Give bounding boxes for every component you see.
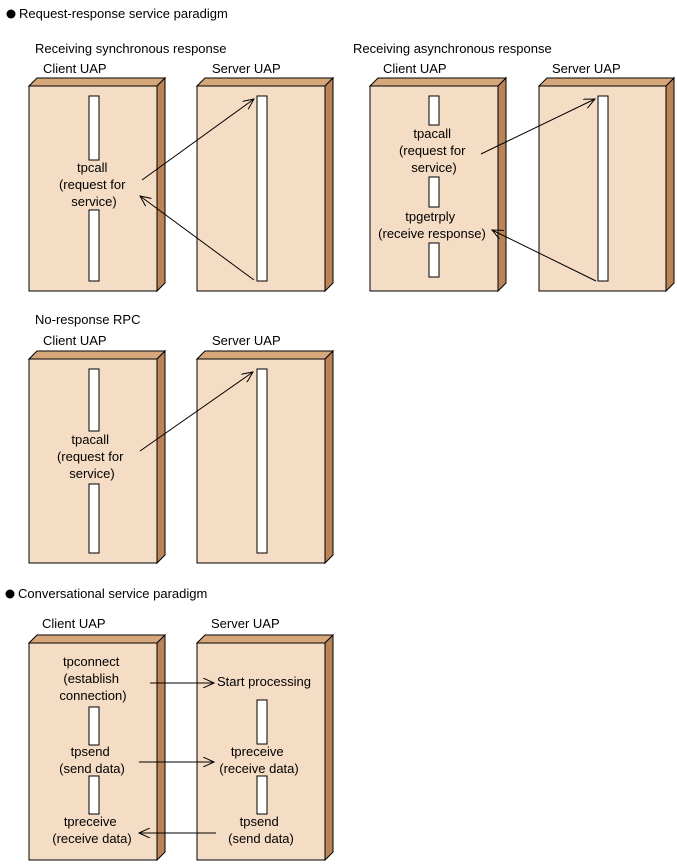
async-client-box-side-face — [497, 76, 507, 293]
sync-request-arrow — [141, 99, 254, 181]
conversational-start-processing-label: Start processing — [217, 674, 311, 689]
sync-server-label: Server UAP — [212, 61, 281, 76]
conversational-client-box-front-face — [28, 642, 158, 861]
async-title: Receiving asynchronous response — [353, 41, 552, 56]
sync-client-box-top-face — [27, 77, 167, 87]
no-response-server-label: Server UAP — [212, 333, 281, 348]
async-server-bar — [597, 95, 609, 282]
async-server-box-top-face — [537, 77, 676, 87]
async-response-arrow — [492, 230, 597, 282]
conversational-client-box-side-face — [156, 633, 166, 862]
no-response-client-bar-bottom — [88, 483, 100, 554]
sync-client-bar-bottom — [88, 209, 100, 282]
bullet-icon — [6, 9, 16, 19]
sync-server-box-side-face — [324, 76, 334, 293]
conversational-server-box-front-face — [196, 642, 326, 861]
conversational-client-bar-2 — [88, 775, 100, 815]
sync-call-label: tpcall (request for service) — [59, 160, 129, 209]
sync-title: Receiving synchronous response — [35, 41, 227, 56]
async-request-arrow — [480, 99, 595, 155]
heading-request-response: Request-response service paradigm — [19, 6, 228, 21]
conversational-server-bar-1 — [256, 699, 268, 745]
async-diagram: Receiving asynchronous response Client U… — [353, 41, 676, 293]
conversational-client-receive-label: tpreceive (receive data) — [52, 814, 131, 846]
async-reply-label: tpgetrply (receive response) — [378, 209, 486, 241]
conversational-client-box-top-face — [27, 634, 167, 644]
async-client-bar-mid — [428, 176, 440, 208]
async-server-label: Server UAP — [552, 61, 621, 76]
heading-conversational: Conversational service paradigm — [18, 586, 207, 601]
sync-client-bar-top — [88, 95, 100, 161]
no-response-server-bar — [256, 368, 268, 554]
conversational-client-box — [27, 633, 167, 862]
bullet-icon — [5, 589, 15, 599]
async-call-label: tpacall (request for service) — [399, 126, 469, 175]
sync-server-bar — [256, 95, 268, 282]
sync-diagram: Receiving synchronous response Client UA… — [27, 41, 335, 293]
no-response-server-box-side-face — [324, 349, 334, 565]
conversational-server-box-top-face — [195, 634, 335, 644]
async-client-bar-bottom — [428, 242, 440, 278]
no-response-call-label: tpacall (request for service) — [57, 432, 127, 481]
sync-client-label: Client UAP — [43, 61, 107, 76]
no-response-title: No-response RPC — [35, 312, 141, 327]
conversational-client-send-label: tpsend (send data) — [59, 744, 125, 776]
conversational-diagram: Client UAP Server UAP tpconnect (establi… — [27, 616, 335, 862]
conversational-client-bar-1 — [88, 706, 100, 746]
async-client-bar-top — [428, 95, 440, 126]
no-response-request-arrow — [139, 372, 253, 452]
sync-server-box-top-face — [195, 77, 335, 87]
conversational-client-label: Client UAP — [42, 616, 106, 631]
async-server-box-side-face — [665, 76, 675, 293]
async-client-box-top-face — [368, 77, 508, 87]
no-response-client-label: Client UAP — [43, 333, 107, 348]
conversational-connect-label: tpconnect (establish connection) — [59, 654, 126, 703]
conversational-server-box-side-face — [324, 633, 334, 862]
no-response-diagram: No-response RPC Client UAP Server UAP tp… — [27, 312, 335, 565]
sync-response-arrow — [140, 196, 255, 281]
conversational-server-send-label: tpsend (send data) — [228, 814, 294, 846]
conversational-server-receive-label: tpreceive (receive data) — [219, 744, 298, 776]
async-client-label: Client UAP — [383, 61, 447, 76]
sync-client-box-side-face — [156, 76, 166, 293]
no-response-server-box-top-face — [195, 350, 335, 360]
no-response-client-box-side-face — [156, 349, 166, 565]
no-response-client-bar-top — [88, 368, 100, 432]
conversational-server-label: Server UAP — [211, 616, 280, 631]
conversational-server-box — [195, 633, 335, 862]
conversational-server-bar-2 — [256, 775, 268, 815]
no-response-client-box-top-face — [27, 350, 167, 360]
